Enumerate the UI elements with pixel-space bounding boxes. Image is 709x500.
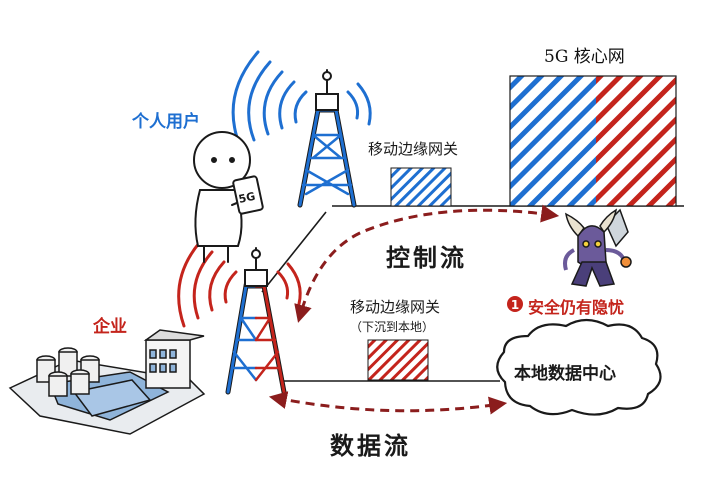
- edge-gateway-bottom-box: [367, 339, 429, 381]
- control-flow-label: 控制流: [386, 244, 467, 272]
- edge-gateway-bottom-label: 移动边缘网关: [350, 298, 441, 316]
- core-network-box: [509, 75, 677, 207]
- security-badge: [507, 296, 523, 312]
- core-network-title: 5G 核心网: [544, 47, 625, 67]
- upper-signal-arcs: [231, 50, 372, 148]
- data-flow-label: 数据流: [330, 432, 411, 460]
- user-figure: [193, 131, 264, 263]
- data-center-cloud: [496, 318, 662, 416]
- security-concern-label: 安全仍有隐忧: [528, 298, 625, 317]
- phone-5g-text: 5G: [237, 190, 256, 206]
- personal-user-label: 个人用户: [132, 112, 200, 132]
- security-threat-icon: [563, 208, 632, 287]
- tower-lower: [225, 247, 287, 395]
- security-badge-number: 1: [511, 298, 519, 312]
- control-flow-arrow: [294, 204, 560, 323]
- enterprise-label: 企业: [93, 317, 127, 337]
- tower-upper: [297, 69, 357, 208]
- local-data-center-label: 本地数据中心: [514, 364, 616, 384]
- edge-gateway-top-label: 移动边缘网关: [368, 140, 459, 158]
- enterprise-buildings: [8, 329, 206, 435]
- data-flow-arrow: [268, 391, 508, 415]
- sink-local-label: （下沉到本地）: [350, 320, 435, 334]
- edge-gateway-top-box: [390, 167, 452, 207]
